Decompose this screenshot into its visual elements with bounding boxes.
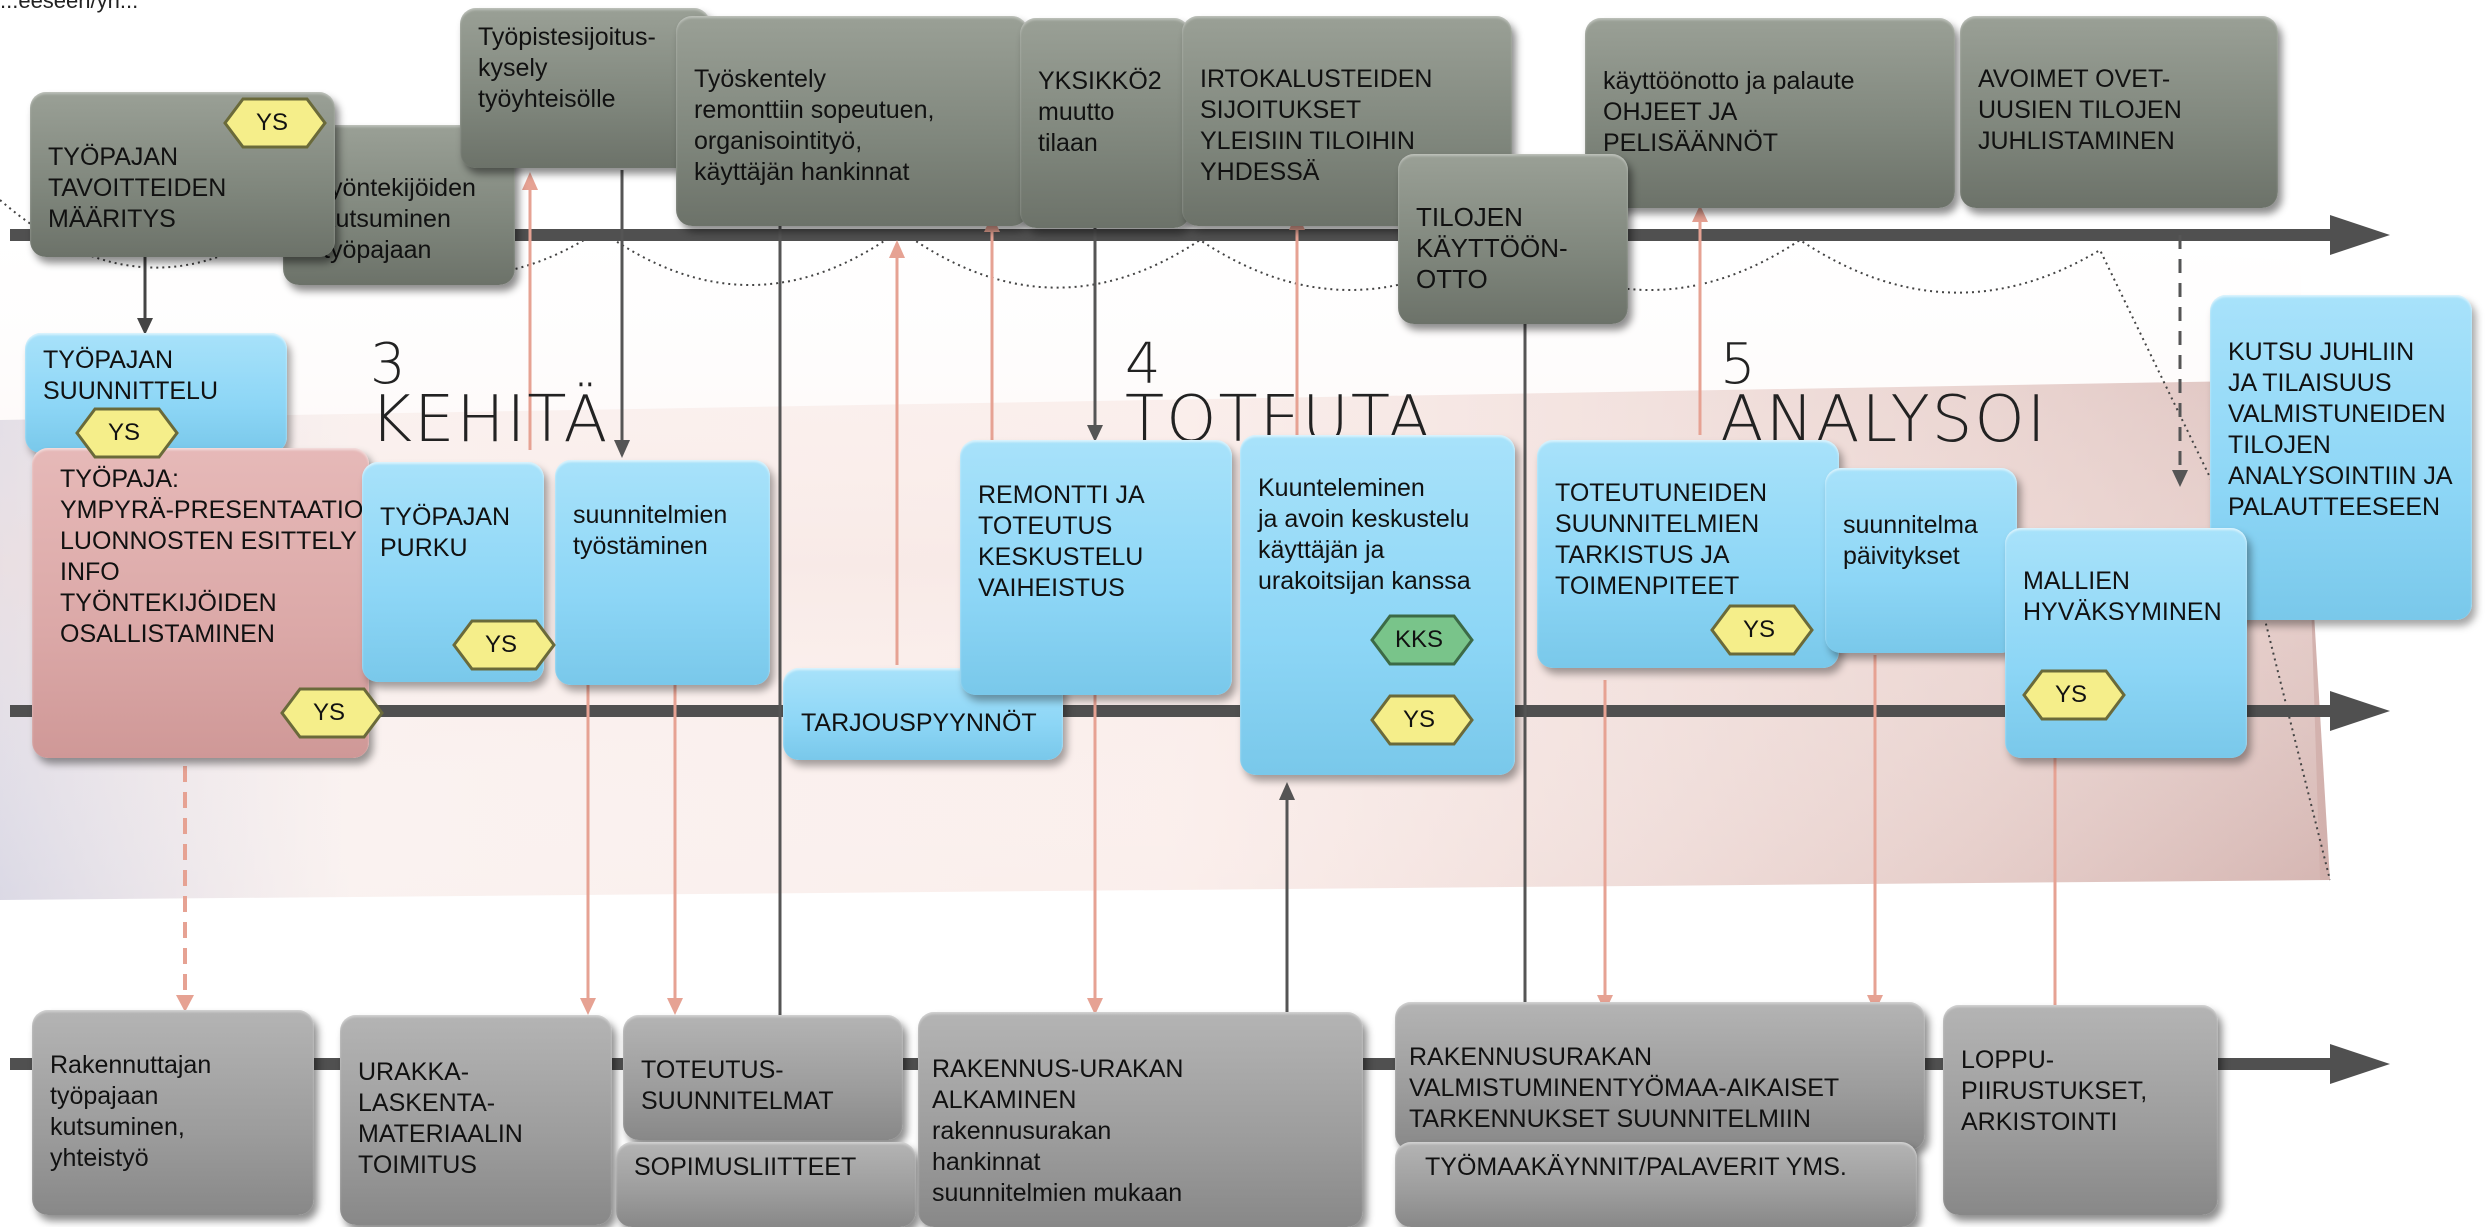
box-toteutussuunnitelmat: TOTEUTUS- SUUNNITELMAT xyxy=(623,1015,903,1140)
phase-number: 3 xyxy=(370,332,408,397)
box-tyopistesijoitus-kysely: Työpistesijoitus- kysely työyhteisölle xyxy=(460,8,710,168)
box-rakennuttajan-kutsuminen: Rakennuttajan työpajaan kutsuminen, yhte… xyxy=(32,1010,314,1215)
badge-label: YS xyxy=(1402,706,1435,733)
box-kayttoonotto-ohjeet: käyttöönotto ja palaute OHJEET JA PELISÄ… xyxy=(1585,18,1955,208)
badge-label: YS xyxy=(255,109,288,136)
box-tilojen-kayttoonotto: TILOJEN KÄYTTÖÖN- OTTO xyxy=(1398,154,1628,324)
box-loppupiirustukset: LOPPU- PIIRUSTUKSET, ARKISTOINTI xyxy=(1943,1005,2218,1215)
phase-number: 4 xyxy=(1125,332,1163,397)
phase-title-analysoi: 5 ANALYSOI xyxy=(1720,332,2048,453)
phase-title-kehita: 3 KEHITÄ xyxy=(370,332,609,453)
badge-label: KKS xyxy=(1394,626,1444,653)
box-tyopaja-presentaatio: TYÖPAJA: YMPYRÄ-PRESENTAATIO LUONNOSTEN … xyxy=(32,448,369,758)
box-suunnitelma-paivitykset: suunnitelma päivitykset xyxy=(1825,468,2017,653)
box-tyoskentely: Työskentely remonttiin sopeutuen, organi… xyxy=(676,16,1028,226)
badge-label: YS xyxy=(484,631,517,658)
connector-arrows xyxy=(137,170,2188,1040)
phase-number: 5 xyxy=(1720,332,1758,397)
box-avoimet-ovet: AVOIMET OVET- UUSIEN TILOJEN JUHLISTAMIN… xyxy=(1960,16,2278,208)
badge-label: YS xyxy=(312,699,345,726)
ys-badge: YS xyxy=(1360,690,1478,750)
kks-badge: KKS xyxy=(1360,610,1478,670)
box-urakkalaskenta: URAKKA- LASKENTA- MATERIAALIN TOIMITUS xyxy=(340,1015,612,1225)
box-remontti-ja-toteutus: REMONTTI JA TOTEUTUS KESKUSTELU VAIHEIST… xyxy=(960,440,1232,695)
badge-label: YS xyxy=(2054,681,2087,708)
phase-title-toteuta: 4 TOTEUTA xyxy=(1125,332,1433,453)
phase-label: KEHITÄ xyxy=(370,383,610,457)
timeline-middle xyxy=(10,691,2390,731)
box-rakennusurakan-valmistuminen: RAKENNUSURAKAN VALMISTUMINENTYÖMAA-AIKAI… xyxy=(1395,1002,1925,1150)
badge-label: YS xyxy=(107,419,140,446)
box-suunnitelmien-tyostaminen: suunnitelmien työstäminen xyxy=(555,460,770,685)
ys-badge: YS xyxy=(2012,665,2130,725)
box-tyomaakaynnit: TYÖMAAKÄYNNIT/PALAVERIT YMS. xyxy=(1395,1142,1917,1227)
ys-badge: YS xyxy=(1700,600,1818,660)
top-cut-note: ...eeseen/yh... xyxy=(0,0,139,13)
box-sopimusliitteet: SOPIMUSLIITTEET xyxy=(616,1142,916,1227)
box-yksikko2-muutto: YKSIKKÖ2 muutto tilaan xyxy=(1020,18,1190,228)
ys-badge: YS xyxy=(270,683,388,743)
badge-label: YS xyxy=(1742,616,1775,643)
timeline-top xyxy=(10,215,2390,255)
ys-badge: YS xyxy=(65,403,183,463)
box-tyopajan-tavoitteiden-maaritys: TYÖPAJAN TAVOITTEIDEN MÄÄRITYS xyxy=(30,92,335,257)
ys-badge: YS xyxy=(442,615,560,675)
ys-badge: YS xyxy=(213,93,331,153)
box-rakennus-urakan-alkaminen: RAKENNUS-URAKAN ALKAMINEN rakennusurakan… xyxy=(918,1012,1363,1227)
box-irtokalusteiden-sijoitukset: IRTOKALUSTEIDEN SIJOITUKSET YLEISIIN TIL… xyxy=(1182,16,1512,226)
box-tyopajan-suunnittelu: TYÖPAJAN SUUNNITTELU xyxy=(25,333,287,453)
box-kutsu-juhliin: KUTSU JUHLIIN JA TILAISUUS VALMISTUNEIDE… xyxy=(2210,295,2472,620)
